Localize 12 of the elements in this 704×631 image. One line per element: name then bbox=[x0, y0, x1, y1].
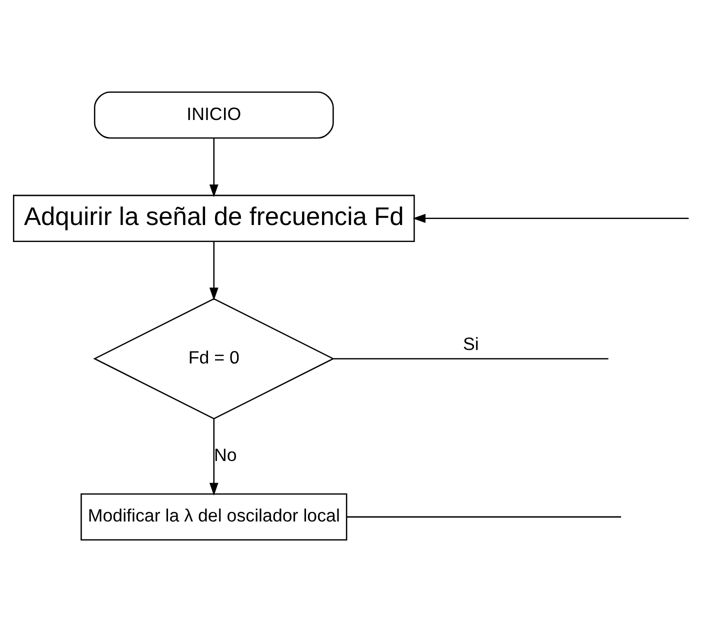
edge-label: Si bbox=[463, 334, 479, 354]
connector bbox=[346, 516, 622, 518]
arrow bbox=[412, 213, 689, 222]
connector bbox=[334, 358, 608, 359]
edge-label: No bbox=[214, 444, 237, 465]
arrow bbox=[209, 418, 218, 496]
node-box: INICIO bbox=[94, 90, 334, 138]
arrow bbox=[209, 138, 218, 197]
node-box: Modificar la λ del oscilador local bbox=[80, 492, 348, 540]
arrow bbox=[209, 241, 218, 300]
node-box: Adquirir la señal de frecuencia Fd bbox=[12, 194, 415, 242]
node-diamond: Fd = 0 bbox=[93, 298, 335, 419]
